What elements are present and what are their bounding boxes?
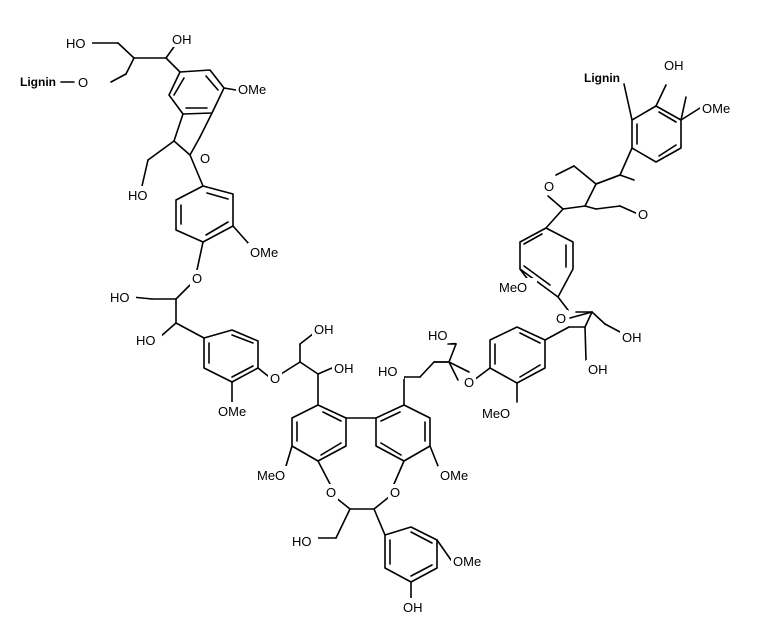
- label-ome: OMe: [453, 554, 481, 569]
- unit-f-bonds: [489, 326, 570, 403]
- label-o: O: [464, 375, 474, 390]
- label-o: O: [192, 271, 202, 286]
- label-ho: HO: [378, 364, 398, 379]
- label-ho: HO: [428, 328, 448, 343]
- dibenzodioxocin-bonds: [285, 376, 439, 539]
- label-ome: OMe: [238, 82, 266, 97]
- label-ho: HO: [110, 290, 130, 305]
- label-ho: HO: [136, 333, 156, 348]
- label-oh: OH: [403, 600, 423, 615]
- label-ome: OMe: [250, 245, 278, 260]
- label-oh: OH: [588, 362, 608, 377]
- label-o: O: [78, 75, 88, 90]
- unit-cd-chain: [299, 329, 333, 406]
- label-oh: OH: [622, 330, 642, 345]
- label-o: O: [390, 485, 400, 500]
- label-o: O: [200, 151, 210, 166]
- label-meo: MeO: [482, 406, 510, 421]
- label-meo: MeO: [257, 468, 285, 483]
- label-meo: MeO: [499, 280, 527, 295]
- unit-a-bonds: [60, 42, 237, 187]
- label-ho: HO: [66, 36, 86, 51]
- label-ome: OMe: [218, 404, 246, 419]
- label-ome: OMe: [702, 101, 730, 116]
- label-o: O: [270, 371, 280, 386]
- label-ho: HO: [292, 534, 312, 549]
- label-o: O: [556, 311, 566, 326]
- label-lignin: Lignin: [20, 75, 56, 89]
- unit-b-bonds: [175, 185, 250, 271]
- label-oh: OH: [314, 322, 334, 337]
- unit-h-bonds: [623, 83, 701, 163]
- unit-bc-chain: [131, 284, 205, 339]
- unit-fg-chain: [557, 296, 621, 361]
- label-ho: HO: [128, 188, 148, 203]
- label-lignin: Lignin: [584, 71, 620, 85]
- resinol-bonds: [547, 147, 639, 215]
- unit-e-bonds: [384, 526, 452, 601]
- atom-labels: HO OH Lignin O OMe O HO O OMe HO HO OH O…: [20, 30, 740, 615]
- unit-df-chain: [403, 337, 491, 381]
- label-o: O: [544, 179, 554, 194]
- label-o: O: [326, 485, 336, 500]
- label-oh: OH: [664, 58, 684, 73]
- label-oh: OH: [172, 32, 192, 47]
- label-o: O: [638, 207, 648, 222]
- label-ome: OMe: [440, 468, 468, 483]
- label-oh: OH: [334, 361, 354, 376]
- unit-c-bonds: [203, 329, 301, 403]
